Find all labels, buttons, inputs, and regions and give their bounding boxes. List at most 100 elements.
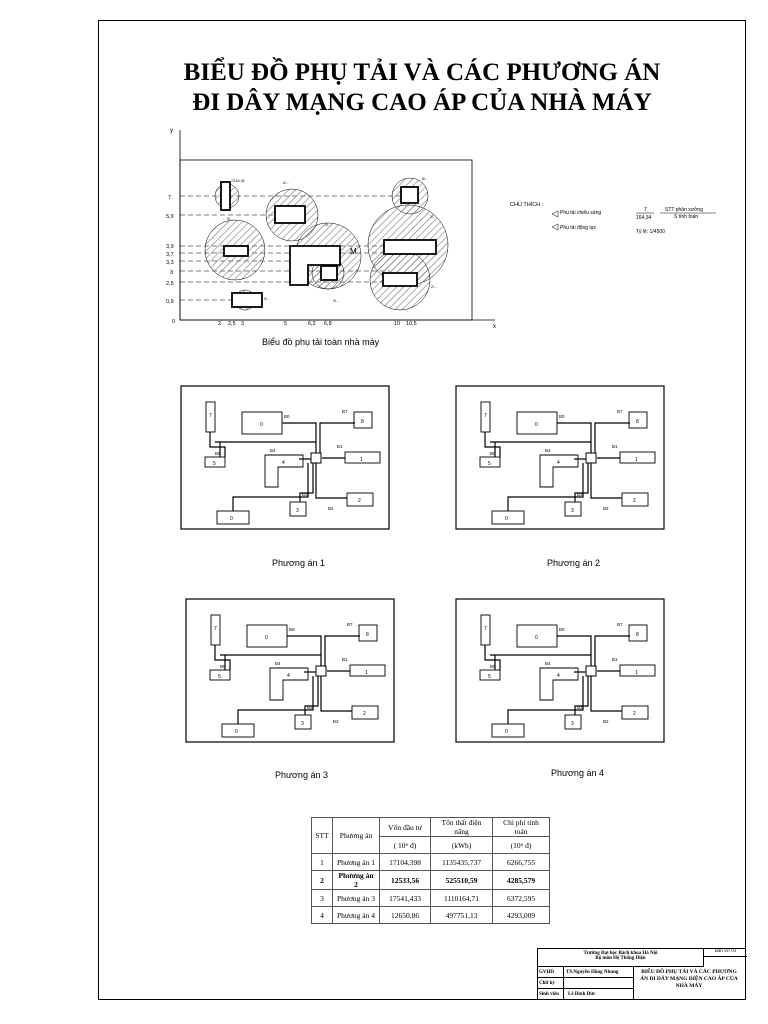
label-b5: B5 (215, 451, 221, 456)
workshop-5 (209, 669, 231, 681)
table-cell: 12650,86 (379, 906, 431, 924)
x-tick: 6,8 (324, 321, 332, 327)
label-w4: 4 (557, 673, 560, 679)
student-label: Sinh viên (538, 989, 564, 1000)
workshop-8 (628, 624, 648, 642)
load-label: 5/... (227, 217, 233, 221)
workshop-0-bottom (491, 510, 525, 525)
workshop-3 (564, 501, 582, 517)
workshop-2 (621, 705, 649, 720)
label-w7: 7 (214, 626, 217, 632)
x-tick: 10,5 (406, 321, 417, 327)
table-cell: 1110164,71 (430, 889, 493, 907)
label-w3: 3 (571, 721, 574, 727)
gvhd-label: GVHD (538, 967, 564, 978)
legend-light: Phụ tải chiếu sáng (560, 210, 601, 216)
label-w5: 5 (488, 674, 491, 680)
load-label: 6/... (283, 181, 289, 185)
x-tick: 2 (218, 321, 221, 327)
legend-title: CHÚ THÍCH : (510, 201, 544, 208)
label-b7: B7 (347, 622, 353, 627)
table-row: 3 Phương án 3 17541,433 1110164,71 6372,… (311, 889, 550, 907)
table-cell: Phương án 1 (332, 853, 380, 871)
label-w1: 1 (635, 457, 638, 463)
title-line-1: BIỂU ĐỒ PHỤ TẢI VÀ CÁC PHƯƠNG ÁN (183, 59, 661, 86)
option-4-diagram: 7 0 8 5 4 1 2 3 0 B0 B7 B1 B5 B4 B3 B2 (455, 598, 665, 748)
label-w5: 5 (488, 461, 491, 467)
y-tick: 3,3 (166, 260, 174, 266)
label-w2: 2 (633, 711, 636, 717)
label-w7: 7 (484, 626, 487, 632)
workshop-5 (204, 456, 226, 468)
table-cell: Phương án 4 (332, 906, 380, 924)
y-tick: 3,9 (166, 244, 174, 250)
workshop-8 (628, 411, 648, 429)
legend-fraction-bottom: 164,34 (636, 215, 652, 221)
label-w2: 2 (358, 498, 361, 504)
label-b5: B5 (490, 451, 496, 456)
drawing-title: BIỂU ĐỒ PHỤ TẢI VÀ CÁC PHƯƠNG ÁN ĐI DÂY … (640, 969, 738, 989)
workshop-4 (269, 667, 309, 701)
label-b3: B3 (307, 705, 313, 710)
y-tick: 3,7 (166, 252, 174, 258)
school-name: Trường Đại học Bách khoa Hà Nội (583, 951, 658, 956)
label-b2: B2 (603, 506, 609, 511)
option-1-caption: Phương án 1 (272, 558, 325, 568)
table-cell: 1135435,737 (430, 853, 493, 871)
col-header: Chi phí tính toán (492, 817, 550, 837)
workshop-0-bottom (221, 723, 255, 738)
label-w8: 8 (361, 419, 364, 425)
label-b2: B2 (333, 719, 339, 724)
label-b0: B0 (284, 414, 290, 419)
table-cell: 4293,009 (492, 906, 550, 924)
workshop-2 (346, 492, 374, 507)
legend-power: Phụ tải động lực (560, 225, 597, 231)
label-b3: B3 (577, 705, 583, 710)
label-w3: 3 (296, 508, 299, 514)
col-header: Phương án (332, 817, 380, 854)
x-tick: 10 (394, 321, 400, 327)
option-4-caption: Phương án 4 (551, 768, 604, 778)
label-w9: 0 (235, 729, 238, 735)
label-w4: 4 (282, 460, 285, 466)
main-station (585, 452, 597, 464)
department: Bộ môn Hệ Thống Điện (595, 956, 646, 961)
workshop-4 (539, 454, 579, 488)
table-cell: 12533,56 (379, 870, 431, 890)
table-cell: 4285,579 (492, 870, 550, 890)
option-2-caption: Phương án 2 (547, 558, 600, 568)
col-header: STT (311, 817, 333, 854)
load-chart: y x 7 5,9 3,9 3,7 3,3 3 2,5 0,9 0 2 2,5 … (166, 128, 716, 330)
main-station (585, 665, 597, 677)
unit-cell: (10⁶ đ) (492, 836, 550, 854)
col-header: Vốn đầu tư (379, 817, 431, 837)
option-3-caption: Phương án 3 (275, 770, 328, 780)
unit-cell: ( 10⁶ đ) (379, 836, 431, 854)
sheet-number: Bản vẽ: 01 (704, 949, 747, 957)
label-b1: B1 (612, 657, 618, 662)
option-3-diagram: 7 0 8 5 4 1 2 3 0 B0 B7 B1 B5 B4 B3 B2 (185, 598, 395, 748)
workshop-0-bottom (216, 510, 250, 525)
table-cell: 4 (311, 906, 333, 924)
drawing-frame (98, 20, 746, 1000)
table-cell: 17541,433 (379, 889, 431, 907)
y-tick: 3 (170, 270, 173, 276)
x-axis-label: x (493, 324, 496, 330)
workshop-8 (353, 411, 373, 429)
workshop-0-bottom (491, 723, 525, 738)
student-name: Lê Đình Đức (564, 989, 634, 1000)
table-row: 2 Phương án 2 12533,56 525510,59 4285,57… (311, 870, 550, 890)
label-b4: B4 (545, 661, 551, 666)
workshop-3 (289, 501, 307, 517)
site-boundary (179, 159, 473, 321)
table-cell: 6266,755 (492, 853, 550, 871)
y-tick: 7 (168, 195, 171, 201)
title-line-2: ĐI DÂY MẠNG CAO ÁP CỦA NHÀ MÁY (192, 89, 652, 116)
label-w0: 0 (265, 635, 268, 641)
workshop-4 (289, 245, 341, 286)
label-w7: 7 (484, 413, 487, 419)
workshop-0 (231, 292, 263, 308)
table-row: 1 Phương án 1 17104,398 1135435,737 6266… (311, 853, 550, 871)
label-b0: B0 (559, 627, 565, 632)
label-b7: B7 (617, 622, 623, 627)
